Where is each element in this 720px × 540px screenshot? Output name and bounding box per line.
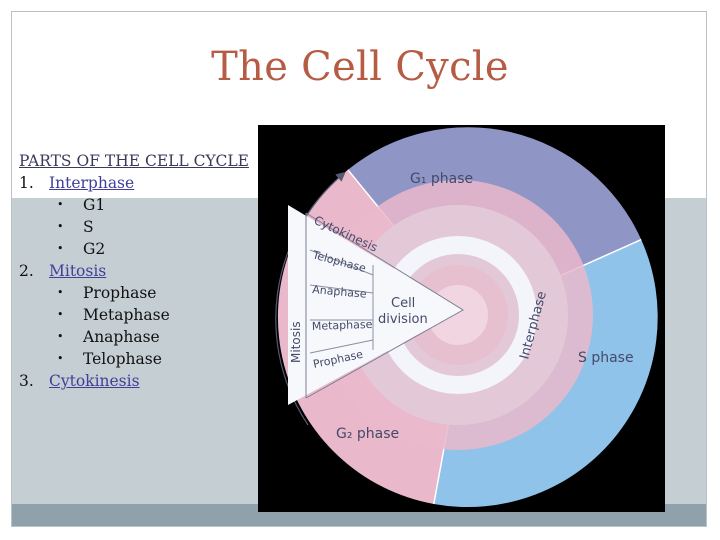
list-subitem: • G1 xyxy=(19,194,269,216)
subitem-label: S xyxy=(83,218,94,236)
list-item-mitosis: 2. Mitosis xyxy=(19,260,269,282)
outline-heading: PARTS OF THE CELL CYCLE xyxy=(19,152,249,170)
g1-label: G₁ phase xyxy=(410,171,473,187)
outline-list: PARTS OF THE CELL CYCLE 1. Interphase • G1… xyxy=(19,150,269,392)
bullet-icon: • xyxy=(57,330,64,343)
subitem-label: G2 xyxy=(83,240,106,258)
subitem-label: Metaphase xyxy=(83,306,170,324)
subitem-label: Anaphase xyxy=(83,328,160,346)
list-subitem: • G2 xyxy=(19,238,269,260)
list-subitem: • Metaphase xyxy=(19,304,269,326)
list-subitem: •S xyxy=(19,216,269,238)
list-number: 3. xyxy=(19,372,34,390)
bullet-icon: • xyxy=(57,220,64,233)
bullet-icon: • xyxy=(57,352,64,365)
list-subitem: • Prophase xyxy=(19,282,269,304)
mitosis-label: Mitosis xyxy=(289,321,303,363)
cell-cycle-svg: G₁ phase S phase G₂ phase Interphase Mit… xyxy=(275,127,658,508)
bullet-icon: • xyxy=(57,286,64,299)
list-number: 2. xyxy=(19,262,34,280)
list-item-interphase: 1. Interphase xyxy=(19,172,269,194)
cell-label: Cell xyxy=(391,296,415,311)
metaphase-label: Metaphase xyxy=(312,318,373,333)
bullet-icon: • xyxy=(57,198,64,211)
list-number: 1. xyxy=(19,174,34,192)
s-label: S phase xyxy=(578,350,634,366)
bullet-icon: • xyxy=(57,242,64,255)
list-subitem: • Telophase xyxy=(19,348,269,370)
cytokinesis-link[interactable]: Cytokinesis xyxy=(49,372,140,390)
subitem-label: G1 xyxy=(83,196,106,214)
g2-label: G₂ phase xyxy=(336,426,399,442)
bullet-icon: • xyxy=(57,308,64,321)
list-subitem: • Anaphase xyxy=(19,326,269,348)
subitem-label: Prophase xyxy=(83,284,157,302)
mitosis-wedge xyxy=(288,205,463,405)
list-item-cytokinesis: 3. Cytokinesis xyxy=(19,370,269,392)
division-label: division xyxy=(378,312,428,327)
subitem-label: Telophase xyxy=(83,350,162,368)
cell-cycle-diagram: G₁ phase S phase G₂ phase Interphase Mit… xyxy=(258,125,665,512)
interphase-link[interactable]: Interphase xyxy=(49,174,135,192)
cycle-arrowhead xyxy=(520,290,541,325)
mitosis-link[interactable]: Mitosis xyxy=(49,262,107,280)
anaphase-label: Anaphase xyxy=(312,283,368,301)
slide-title: The Cell Cycle xyxy=(211,44,509,90)
